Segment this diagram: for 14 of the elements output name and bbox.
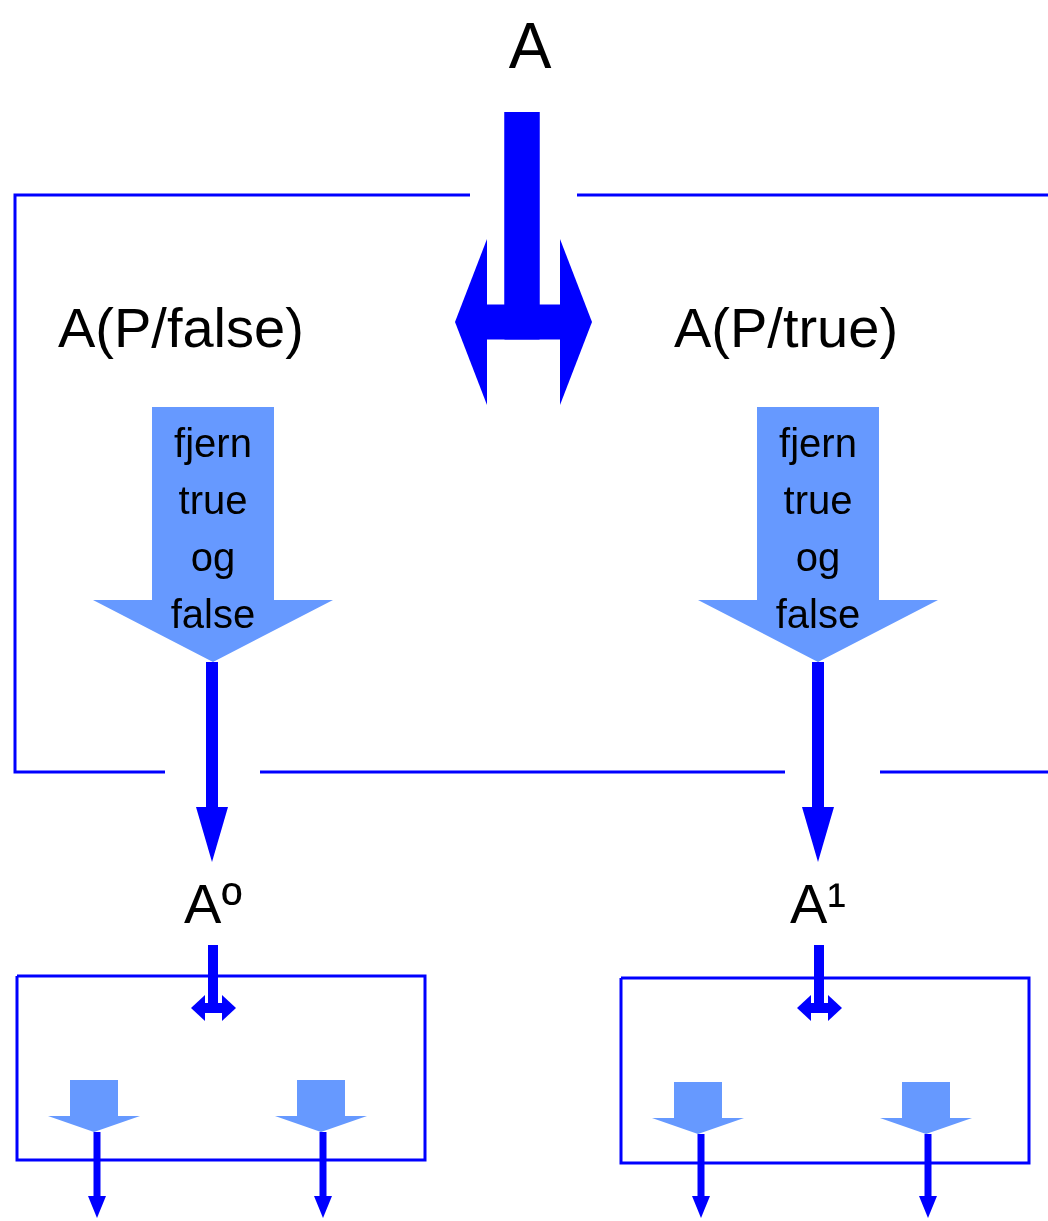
arrow-label: fjern true og false (169, 420, 257, 638)
arrow (802, 662, 834, 862)
node-label: A¹ (768, 862, 868, 945)
arrow (504, 112, 592, 405)
arrow (196, 662, 228, 862)
node-label: A(P/false) (40, 288, 455, 368)
arrow-label: fjern true og false (774, 420, 862, 638)
arrow (919, 1134, 937, 1218)
node-label: Aº (163, 862, 263, 945)
arrow (314, 1132, 332, 1218)
arrow (88, 1132, 106, 1218)
node-label: A (480, 2, 580, 112)
node-label: A(P/true) (592, 288, 1022, 368)
arrow (692, 1134, 710, 1218)
